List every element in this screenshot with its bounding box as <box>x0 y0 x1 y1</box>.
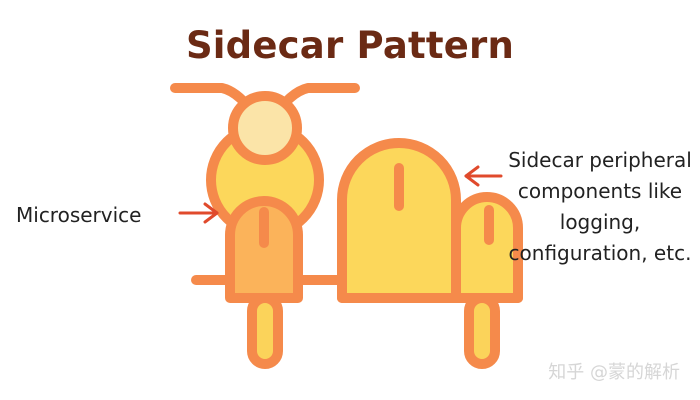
sidecar-pod <box>337 138 461 303</box>
arrow-to-microservice <box>178 202 219 224</box>
motorcycle-headlight <box>228 91 302 165</box>
diagram-title: Sidecar Pattern <box>185 24 515 67</box>
motorcycle-rear-wheel <box>247 293 283 369</box>
arrow-to-sidecar <box>464 165 503 187</box>
watermark: 知乎 @蒙的解析 <box>548 362 680 383</box>
microservice-label: Microservice <box>16 203 142 227</box>
sidecar-rear-wheel <box>464 293 500 369</box>
sidecar-label: Sidecar peripheral components like loggi… <box>508 148 692 265</box>
sidecar-fender <box>451 192 523 303</box>
motorcycle-front-fender <box>225 196 303 303</box>
